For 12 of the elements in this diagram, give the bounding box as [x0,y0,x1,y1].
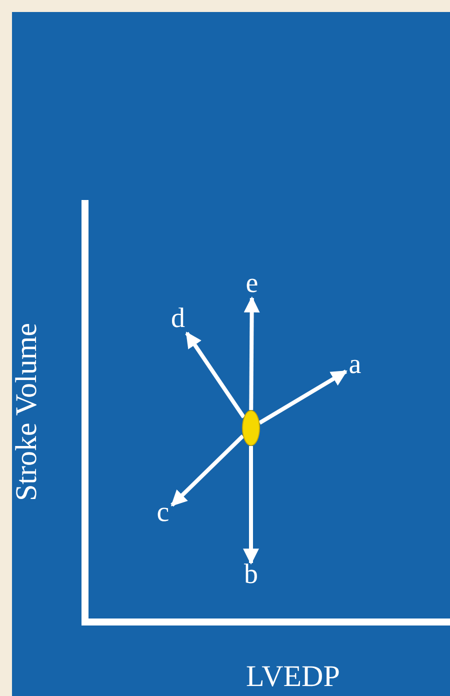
axis-title: Stroke Volume [10,322,44,502]
arrow [243,446,259,565]
point-label: a [346,353,364,379]
arrow [258,370,348,425]
point-label: d [169,307,187,333]
arrow [244,296,260,410]
point-label: c [154,501,172,527]
point-label: e [243,272,261,298]
arrow [170,434,244,507]
point-label: b [242,563,260,589]
axis-title: LVEDP [246,660,340,694]
arrow [185,332,246,418]
